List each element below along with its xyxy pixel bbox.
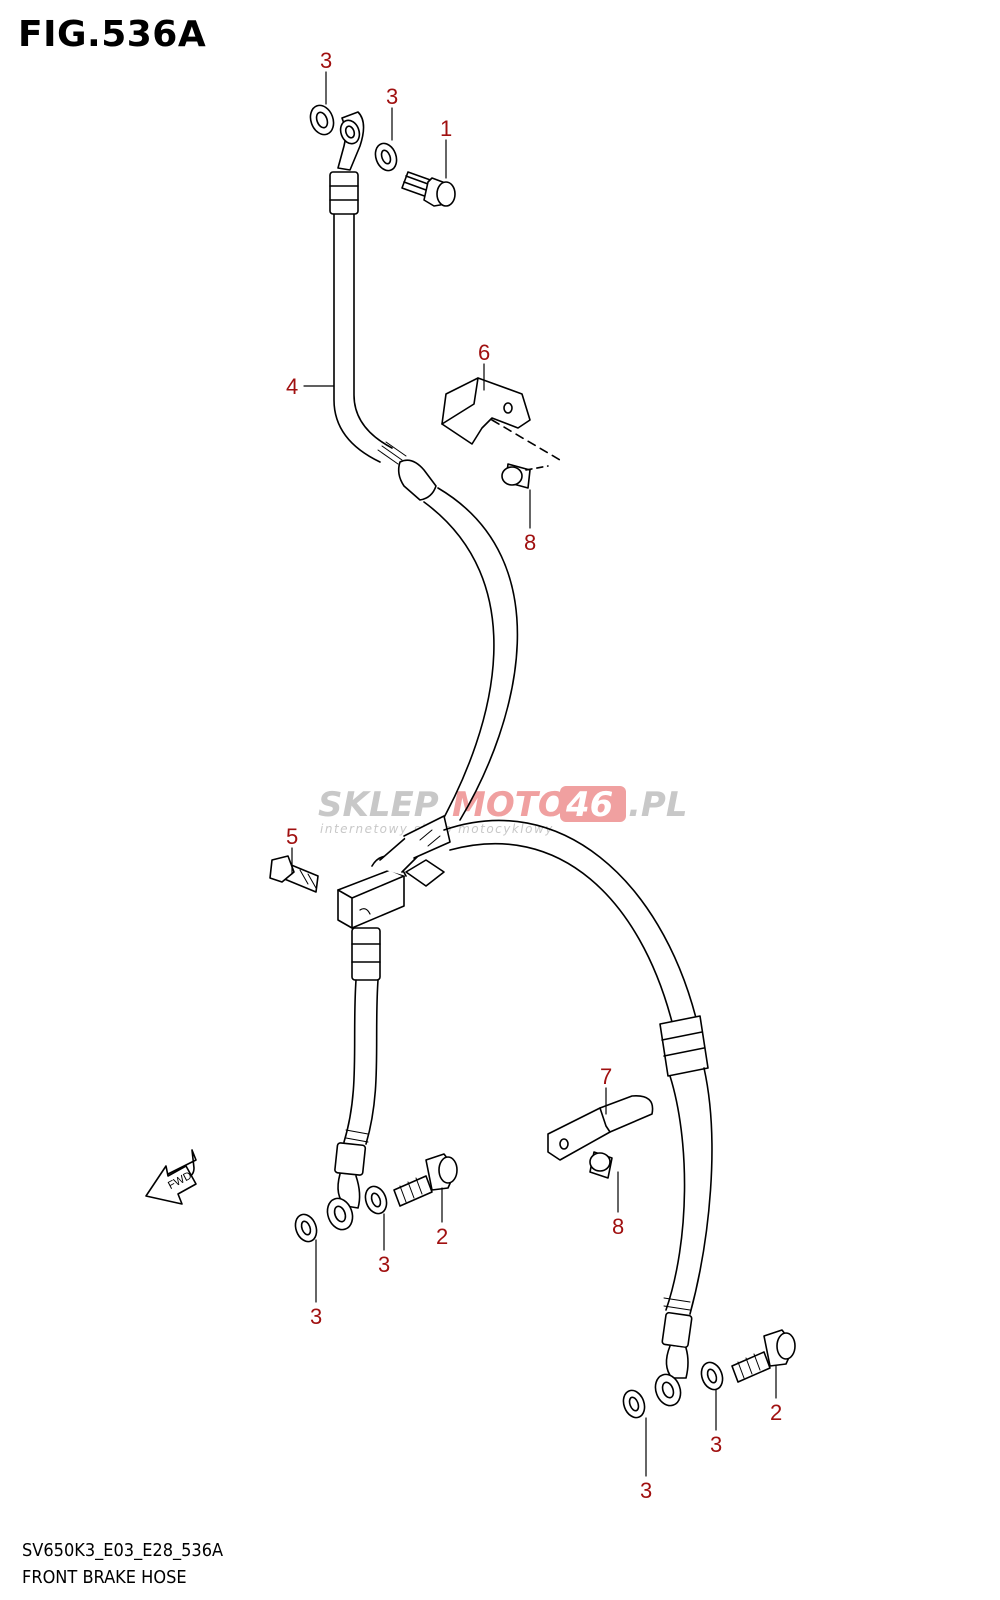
watermark-badge [560,786,626,822]
junction-block [269,815,697,1023]
watermark-part2: MOTO [452,785,567,825]
callout-4: 6 [478,340,490,365]
right-lower-hose [622,1015,796,1419]
upper-brake-hose [333,213,519,833]
bracket-7 [547,1095,654,1179]
callout-13: 2 [770,1400,782,1425]
diagram-name: FRONT BRAKE HOSE [22,1567,187,1588]
bracket-6 [441,377,561,489]
watermark-part4: .PL [628,785,688,825]
callout-15: 3 [640,1478,652,1503]
callout-5: 4 [286,374,298,399]
callout-10: 2 [436,1224,448,1249]
callout-11: 3 [378,1252,390,1277]
callout-leaders [291,71,777,1477]
callout-1: 3 [320,48,332,73]
top-banjo-fitting [309,104,456,215]
callout-7: 5 [286,824,298,849]
callout-12: 3 [310,1304,322,1329]
figure-title: FIG.536A [18,14,207,55]
callout-6: 8 [524,530,536,555]
callout-2: 3 [386,84,398,109]
diagram-code: SV650K3_E03_E28_536A [22,1540,224,1561]
watermark: SKLEP MOTO 46 .PL internetowy sklep moto… [318,785,688,836]
fwd-arrow [145,1149,197,1205]
watermark-part1: SKLEP [318,785,439,825]
callout-14: 3 [710,1432,722,1457]
watermark-part3: 46 [565,785,613,825]
left-lower-hose [294,927,458,1243]
callout-3: 1 [440,116,452,141]
callout-9: 8 [612,1214,624,1239]
callout-8: 7 [600,1064,612,1089]
callouts: 3 3 1 6 4 8 5 7 8 2 3 3 2 3 3 [286,48,782,1503]
